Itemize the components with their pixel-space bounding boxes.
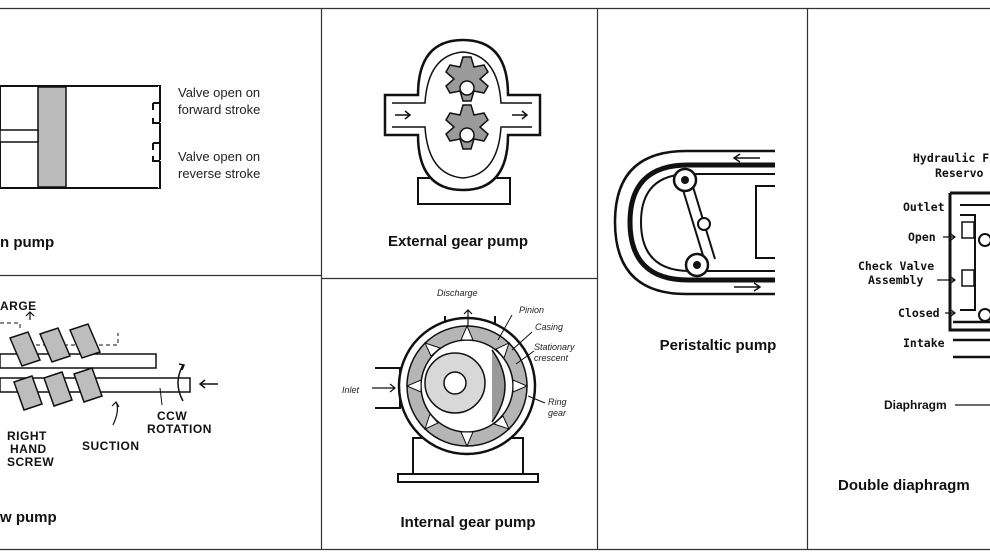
valve-forward-label-1: Valve open on — [178, 85, 260, 100]
double-diaphragm-pump-diagram — [937, 191, 990, 406]
valve-reverse-label-2: reverse stroke — [178, 166, 260, 181]
suction-label: SUCTION — [82, 439, 140, 453]
pinion-label: Pinion — [519, 305, 544, 315]
peristaltic-pump-diagram — [613, 149, 775, 296]
right-hand-label-2: HAND — [10, 442, 47, 456]
outlet-label: Outlet — [903, 200, 945, 214]
ccw-label-1: CCW — [157, 409, 187, 423]
closed-label: Closed — [898, 306, 940, 320]
reservoir-label: Reservo — [935, 166, 984, 180]
external-gear-pump-diagram — [383, 38, 542, 205]
screw-pump-caption: w pump — [0, 509, 57, 526]
right-hand-label-3: SCREW — [7, 455, 54, 469]
inlet-label: Inlet — [342, 385, 360, 395]
right-hand-label-1: RIGHT — [7, 429, 47, 443]
hydraulic-label: Hydraulic F — [913, 151, 989, 165]
internal-gear-pump-diagram — [372, 309, 546, 483]
casing-label: Casing — [535, 322, 563, 332]
discharge-label-internal: Discharge — [437, 288, 478, 298]
external-gear-pump-caption: External gear pump — [388, 233, 528, 250]
intake-label: Intake — [903, 336, 945, 350]
ring-gear-label-2: gear — [548, 408, 567, 418]
diaphragm-label: Diaphragm — [884, 398, 947, 412]
double-diaphragm-caption: Double diaphragm — [838, 477, 970, 494]
ring-gear-label-1: Ring — [548, 397, 567, 407]
valve-forward-label-2: forward stroke — [178, 102, 260, 117]
ccw-label-2: ROTATION — [147, 422, 212, 436]
screw-pump-diagram — [0, 311, 218, 426]
internal-gear-pump-caption: Internal gear pump — [400, 514, 535, 531]
piston-pump-caption: n pump — [0, 234, 54, 251]
stationary-label-2: crescent — [534, 353, 569, 363]
check-valve-label-1: Check Valve — [858, 259, 934, 273]
open-label: Open — [908, 230, 936, 244]
stationary-label-1: Stationary — [534, 342, 575, 352]
piston-pump-diagram — [0, 85, 162, 189]
discharge-label: ARGE — [0, 299, 37, 313]
check-valve-label-2: Assembly — [868, 273, 923, 287]
peristaltic-pump-caption: Peristaltic pump — [660, 337, 777, 354]
grid — [0, 7, 990, 551]
valve-reverse-label-1: Valve open on — [178, 149, 260, 164]
